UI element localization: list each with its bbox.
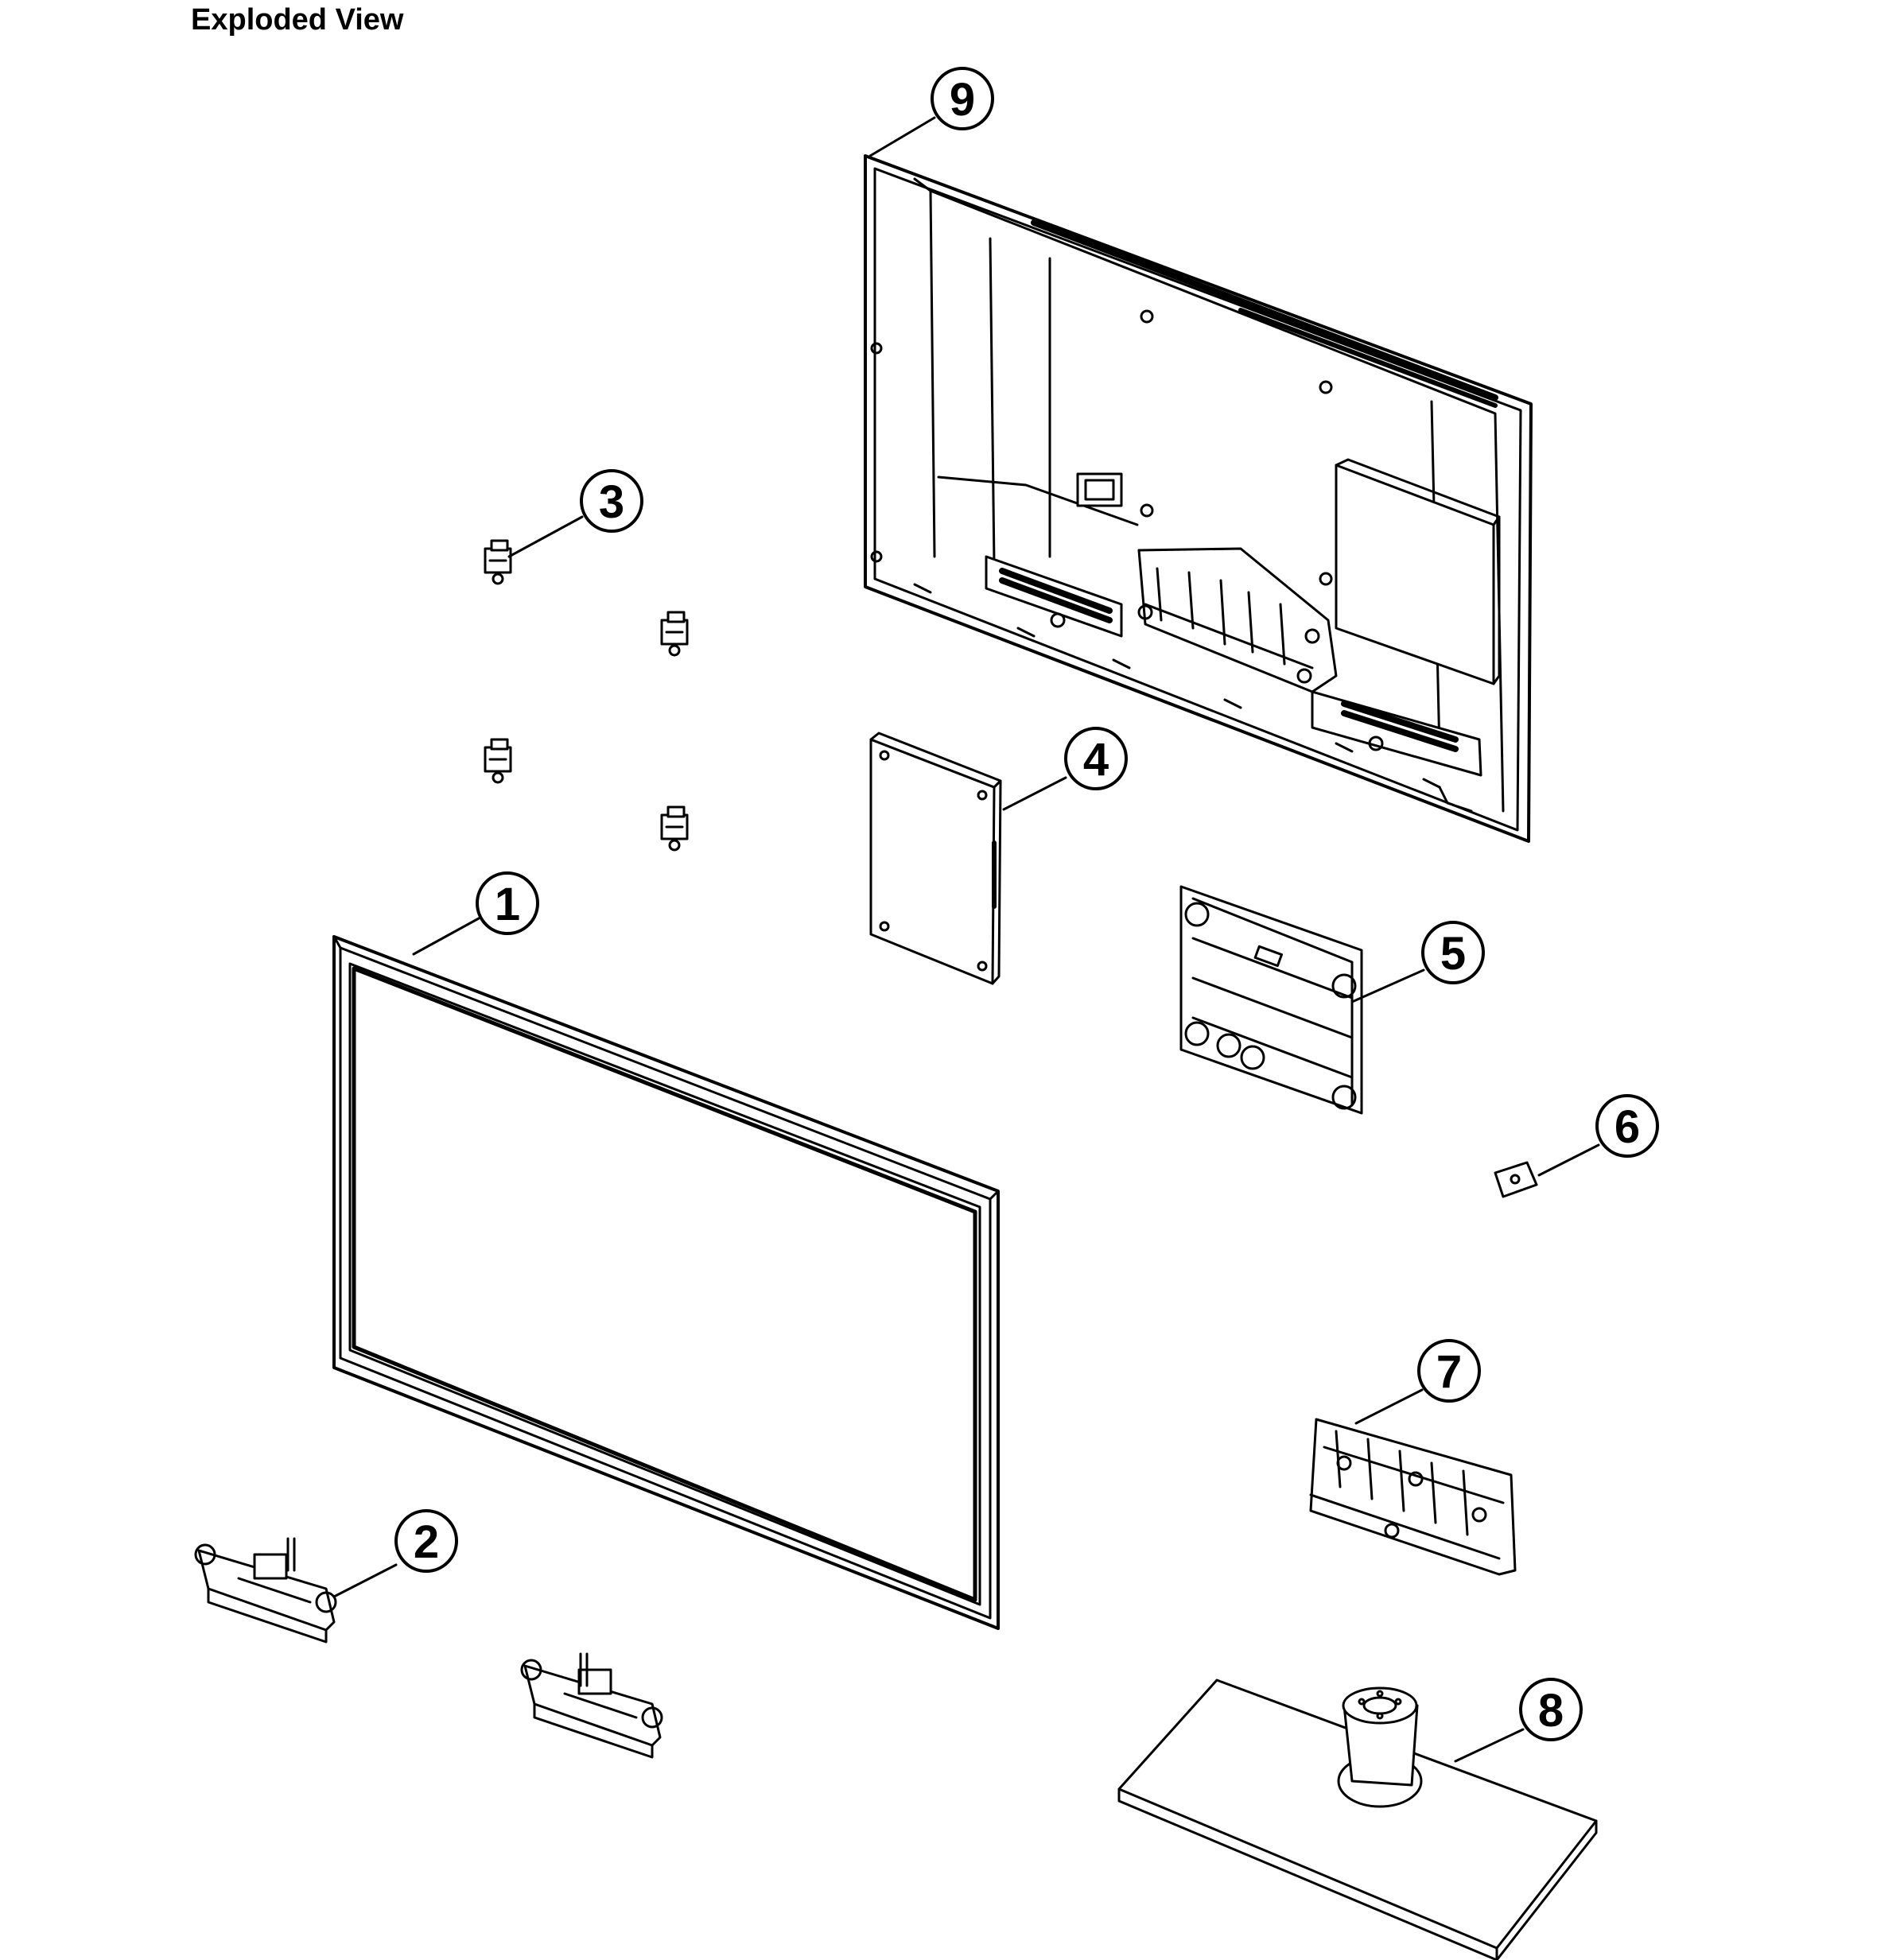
stand-neck-cover bbox=[1309, 1418, 1517, 1576]
leader-line-1 bbox=[412, 917, 480, 956]
callout-7-label: 7 bbox=[1436, 1346, 1462, 1398]
rear-cover bbox=[864, 154, 1533, 843]
callout-9-label: 9 bbox=[950, 74, 975, 126]
callout-6-label: 6 bbox=[1615, 1101, 1640, 1153]
speaker-bracket-upper bbox=[194, 1537, 337, 1644]
callout-5[interactable]: 5 bbox=[1421, 921, 1485, 984]
leader-line-8 bbox=[1454, 1728, 1525, 1763]
callout-5-label: 5 bbox=[1440, 928, 1466, 980]
leader-line-5 bbox=[1350, 968, 1425, 1003]
screen-clips bbox=[484, 539, 689, 852]
callout-6[interactable]: 6 bbox=[1595, 1094, 1659, 1158]
ir-sensor-board bbox=[1494, 1161, 1538, 1198]
callout-7[interactable]: 7 bbox=[1417, 1339, 1481, 1403]
callout-3-label: 3 bbox=[599, 476, 624, 528]
stand-bracket-plate bbox=[1179, 885, 1363, 1115]
callout-8-label: 8 bbox=[1538, 1685, 1564, 1737]
callout-8[interactable]: 8 bbox=[1519, 1678, 1583, 1741]
leader-line-6 bbox=[1537, 1143, 1600, 1177]
speaker-bracket-lower bbox=[520, 1652, 663, 1759]
leader-line-7 bbox=[1354, 1388, 1424, 1425]
callout-2[interactable]: 2 bbox=[394, 1509, 458, 1573]
callout-3[interactable]: 3 bbox=[580, 469, 643, 533]
callout-9[interactable]: 9 bbox=[931, 67, 994, 130]
leader-line-2 bbox=[332, 1563, 398, 1598]
leader-line-9 bbox=[868, 116, 936, 157]
page-title: Exploded View bbox=[191, 3, 404, 37]
callout-2-label: 2 bbox=[414, 1516, 439, 1568]
callout-4-label: 4 bbox=[1083, 734, 1109, 786]
callout-1-label: 1 bbox=[495, 879, 520, 930]
leader-line-4 bbox=[1002, 776, 1067, 811]
callout-4[interactable]: 4 bbox=[1064, 727, 1128, 790]
callout-1[interactable]: 1 bbox=[476, 871, 539, 935]
main-board bbox=[869, 732, 1002, 985]
stand-base bbox=[1117, 1679, 1598, 1960]
front-bezel bbox=[332, 935, 1000, 1630]
leader-line-3 bbox=[507, 515, 584, 558]
